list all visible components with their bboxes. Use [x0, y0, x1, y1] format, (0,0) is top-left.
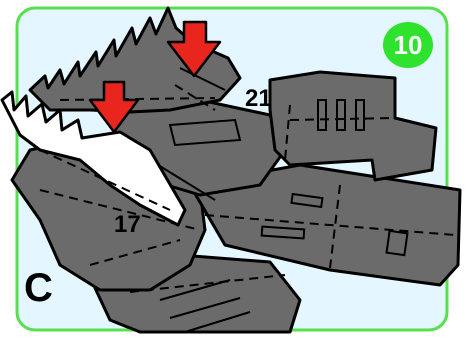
- step-number-badge: 10: [383, 22, 433, 68]
- part-number-label: 17: [114, 213, 141, 237]
- section-label: C: [24, 268, 53, 308]
- step-number: 10: [394, 32, 423, 58]
- part-number-label: 21: [245, 87, 272, 111]
